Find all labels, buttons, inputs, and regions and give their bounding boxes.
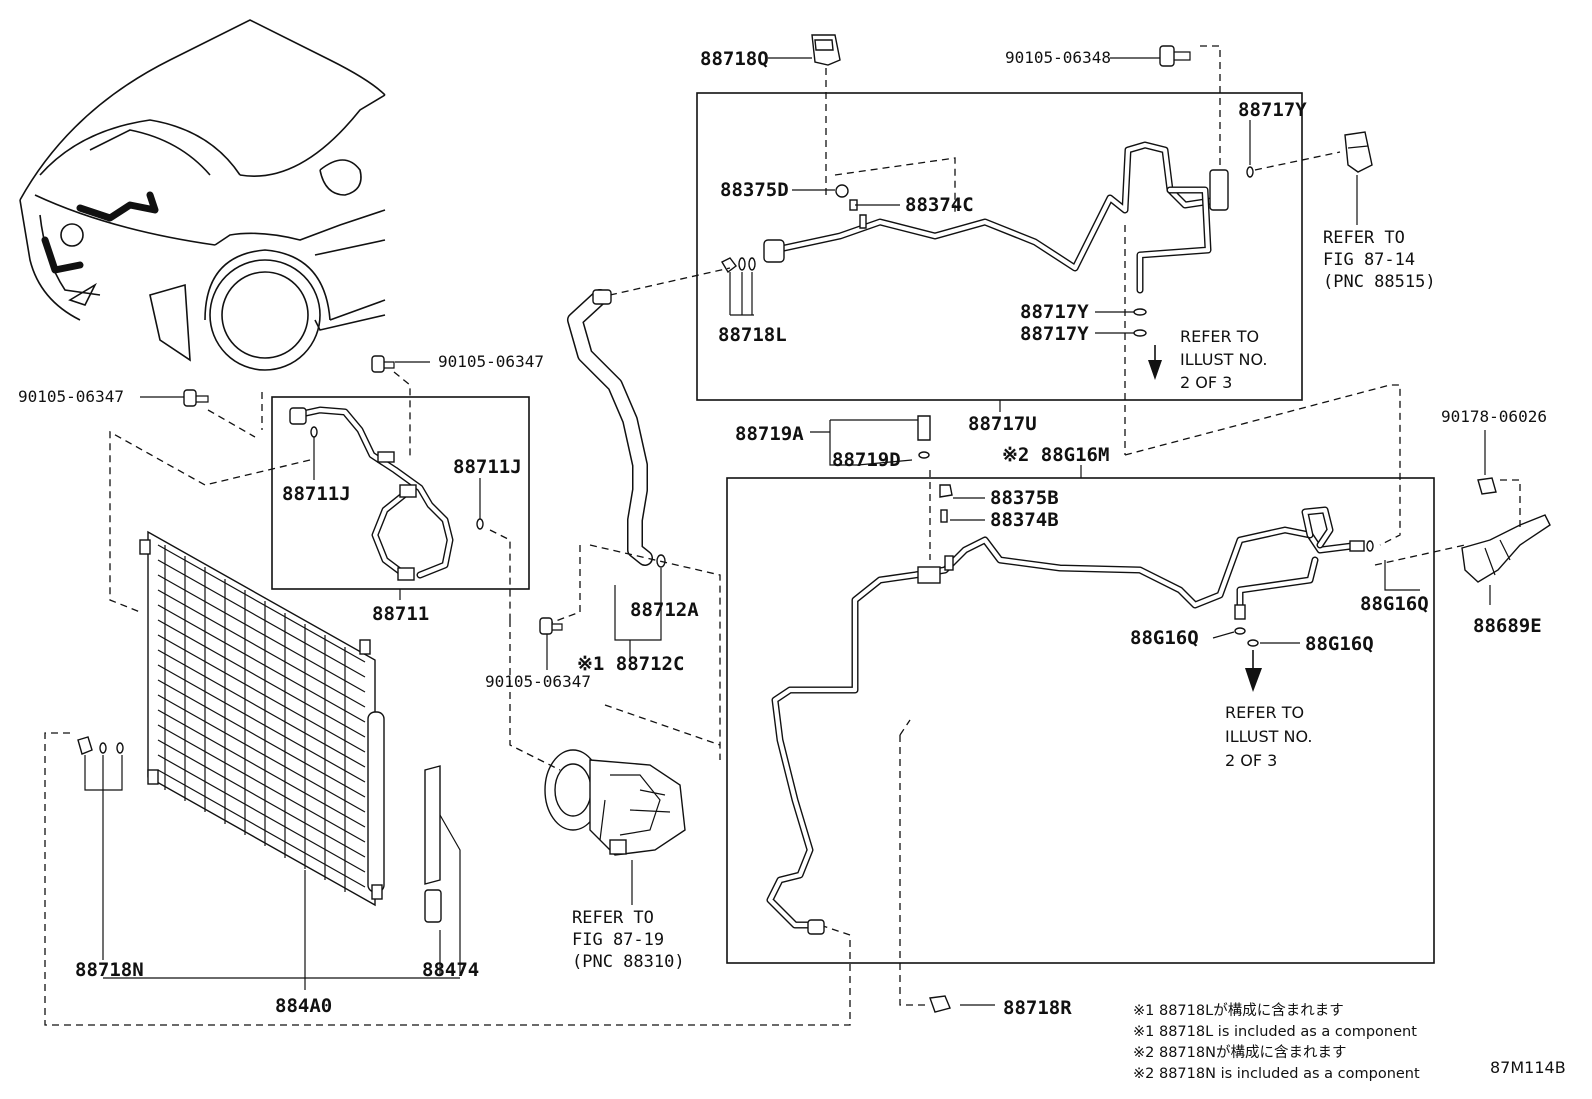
compressor-88310 [544, 749, 686, 856]
liquid-pipe-88G16M [766, 506, 1365, 935]
label-88719D: 88719D [832, 449, 901, 471]
filter-88474 [424, 765, 442, 923]
label-88711: 88711 [372, 603, 429, 625]
cap-88375B [939, 484, 953, 498]
vehicle-location-sketch [19, 19, 386, 371]
svg-text:FIG 87-19: FIG 87-19 [572, 930, 664, 950]
cap-88375D [835, 184, 849, 198]
label-88374C: 88374C [905, 194, 974, 216]
clip-88718R [929, 995, 951, 1013]
label-88717Y-b: 88717Y [1020, 301, 1089, 323]
label-88G16Q-b: 88G16Q [1130, 627, 1199, 649]
svg-text:REFER TO: REFER TO [572, 908, 654, 928]
svg-text:REFER TO: REFER TO [1323, 228, 1405, 248]
o-ring-88G16Q-c [1247, 639, 1259, 647]
label-88717Y-a: 88717Y [1238, 99, 1307, 121]
label-88474: 88474 [422, 959, 479, 981]
svg-text:REFER TO: REFER TO [1225, 703, 1304, 722]
o-ring-88717Y-a [1246, 166, 1254, 178]
label-88375B: 88375B [990, 487, 1059, 509]
refer-illust-2-of-3-a: REFER TO ILLUST NO. 2 OF 3 [1180, 327, 1267, 392]
footnote-2-jp: ※2 88718Nが構成に含まれます [1133, 1044, 1346, 1061]
clip-88718L [721, 257, 737, 274]
label-88717Y-c: 88717Y [1020, 323, 1089, 345]
discharge-hose-88712C [567, 289, 653, 566]
svg-text:FIG 87-14: FIG 87-14 [1323, 250, 1415, 270]
o-ring-88717Y-b [1133, 308, 1147, 316]
label-88718R: 88718R [1003, 997, 1072, 1019]
svg-text:REFER TO: REFER TO [1180, 327, 1259, 346]
bolt-90105-06347-b [371, 355, 395, 373]
o-ring-88717Y-c [1133, 329, 1147, 337]
svg-text:(PNC 88310): (PNC 88310) [572, 952, 685, 972]
label-88G16M: ※2 88G16M [1002, 444, 1109, 466]
label-88717U: 88717U [968, 413, 1037, 435]
footnote-1-en: ※1 88718L is included as a component [1133, 1024, 1417, 1040]
svg-text:2 OF 3: 2 OF 3 [1225, 751, 1277, 770]
svg-text:(PNC 88515): (PNC 88515) [1323, 272, 1436, 292]
o-ring-88719D [918, 451, 930, 459]
label-90105-06347-a: 90105-06347 [18, 387, 124, 406]
bracket-88689E [1461, 514, 1551, 583]
label-88G16Q-a: 88G16Q [1360, 593, 1429, 615]
bolt-90105-06347-c [539, 617, 563, 635]
label-88718N: 88718N [75, 959, 144, 981]
footnote-1-jp: ※1 88718Lが構成に含まれます [1133, 1002, 1344, 1019]
refer-fig-87-14: REFER TO FIG 87-14 (PNC 88515) [1323, 228, 1436, 292]
footnote-2-en: ※2 88718N is included as a component [1133, 1066, 1420, 1082]
label-88711J-b: 88711J [453, 456, 522, 478]
hose-88711 [289, 406, 454, 581]
label-88374B: 88374B [990, 509, 1059, 531]
refer-fig-87-19: REFER TO FIG 87-19 (PNC 88310) [572, 908, 685, 972]
label-88719A: 88719A [735, 423, 804, 445]
condenser-884A0 [139, 530, 385, 907]
svg-text:2 OF 3: 2 OF 3 [1180, 373, 1232, 392]
refer-illust-2-of-3-b: REFER TO ILLUST NO. 2 OF 3 [1225, 703, 1312, 770]
label-90178-06026: 90178-06026 [1441, 407, 1547, 426]
valve-core-88374B [940, 509, 948, 523]
switch-88719A [917, 415, 931, 441]
bracket-88515 [1344, 131, 1373, 173]
suction-pipe-88717U [763, 141, 1229, 294]
label-884A0: 884A0 [275, 995, 332, 1017]
label-88718L: 88718L [718, 324, 787, 346]
label-90105-06348: 90105-06348 [1005, 48, 1111, 67]
svg-text:ILLUST NO.: ILLUST NO. [1180, 350, 1267, 369]
o-ring-88G16Q-b [1234, 627, 1246, 635]
label-88718Q: 88718Q [700, 48, 769, 70]
bolt-90105-06348 [1159, 45, 1191, 67]
clip-88718Q [811, 34, 841, 66]
label-88G16Q-c: 88G16Q [1305, 633, 1374, 655]
svg-text:ILLUST NO.: ILLUST NO. [1225, 727, 1312, 746]
nut-90178-06026 [1477, 477, 1497, 495]
label-88712A: 88712A [630, 599, 699, 621]
label-90105-06347-c: 90105-06347 [485, 672, 591, 691]
part-number-labels: 88718Q 90105-06348 88717Y 88375D 88374C … [18, 48, 1547, 1019]
label-88711J-a: 88711J [282, 483, 351, 505]
o-ring-88G16Q-a [1366, 540, 1374, 552]
diagram-id: 87M114B [1490, 1058, 1566, 1077]
label-90105-06347-b: 90105-06347 [438, 352, 544, 371]
clip-88718N [77, 736, 93, 755]
label-88375D: 88375D [720, 179, 789, 201]
bolt-90105-06347-a [183, 389, 209, 407]
footnotes: ※1 88718Lが構成に含まれます ※1 88718L is included… [1133, 1002, 1420, 1082]
label-88712C: ※1 88712C [577, 653, 684, 675]
label-88689E: 88689E [1473, 615, 1542, 637]
